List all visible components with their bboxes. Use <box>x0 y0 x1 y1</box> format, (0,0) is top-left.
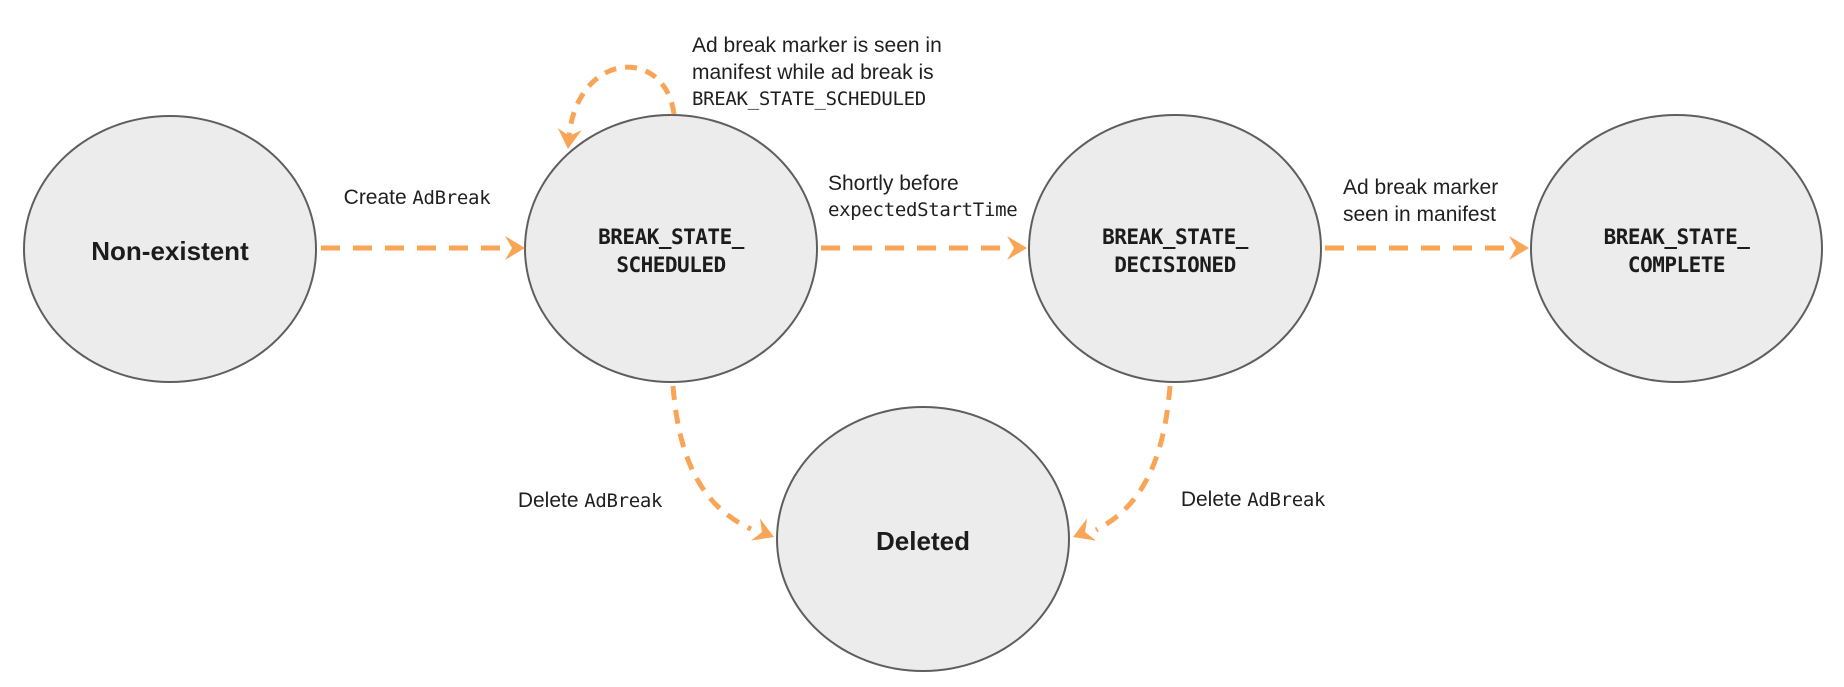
transition-label-delete-decisioned-code: AdBreak <box>1247 489 1326 511</box>
state-label-decisioned-line1: BREAK_STATE_ <box>1102 224 1248 249</box>
state-label-decisioned-line2: DECISIONED <box>1114 252 1236 277</box>
state-label-non-existent: Non-existent <box>91 236 249 266</box>
state-label-deleted: Deleted <box>876 526 970 556</box>
transition-label-self-loop-code: BREAK_STATE_SCHEDULED <box>692 88 926 110</box>
transition-label-self-loop: Ad break marker is seen in manifest whil… <box>692 32 942 113</box>
state-node-scheduled: BREAK_STATE_ SCHEDULED <box>524 114 818 383</box>
state-node-non-existent: Non-existent <box>23 115 317 383</box>
arrow-delete-scheduled-head-icon <box>750 518 774 541</box>
transition-label-delete-scheduled-text: Delete <box>517 489 579 512</box>
arrow-delete-decisioned-head-icon <box>1073 518 1097 541</box>
state-label-scheduled-line2: SCHEDULED <box>616 252 726 277</box>
state-node-decisioned: BREAK_STATE_ DECISIONED <box>1028 114 1322 383</box>
transition-label-shortly-before-text: Shortly before <box>828 172 959 195</box>
transition-label-shortly-before-code: expectedStartTime <box>828 199 1018 221</box>
transition-label-self-loop-line2: manifest while ad break is <box>692 61 934 84</box>
arrow-delete-decisioned-shaft <box>1094 385 1173 533</box>
transition-label-create-code: AdBreak <box>412 187 491 209</box>
transition-label-delete-decisioned-text: Delete <box>1180 488 1242 511</box>
arrow-create-head-icon <box>505 236 525 260</box>
arrow-delete-scheduled-shaft <box>670 385 753 532</box>
transition-label-create-text: Create <box>343 186 407 209</box>
state-node-deleted: Deleted <box>776 406 1070 672</box>
arrow-marker-seen-head-icon <box>1509 236 1529 260</box>
state-node-complete: BREAK_STATE_ COMPLETE <box>1530 114 1823 383</box>
state-label-scheduled-line1: BREAK_STATE_ <box>598 224 744 249</box>
transition-label-self-loop-line1: Ad break marker is seen in <box>692 34 942 57</box>
transition-label-marker-seen-line1: Ad break marker <box>1343 176 1499 199</box>
state-label-complete-line1: BREAK_STATE_ <box>1603 224 1750 249</box>
transition-label-shortly-before: Shortly before expectedStartTime <box>828 170 1018 224</box>
state-label-complete-line2: COMPLETE <box>1627 252 1726 277</box>
transition-label-marker-seen-line2: seen in manifest <box>1343 203 1496 226</box>
arrow-shortly-before-head-icon <box>1007 236 1027 260</box>
transition-label-delete-scheduled-code: AdBreak <box>584 490 663 512</box>
transition-label-marker-seen: Ad break marker seen in manifest <box>1343 174 1498 228</box>
